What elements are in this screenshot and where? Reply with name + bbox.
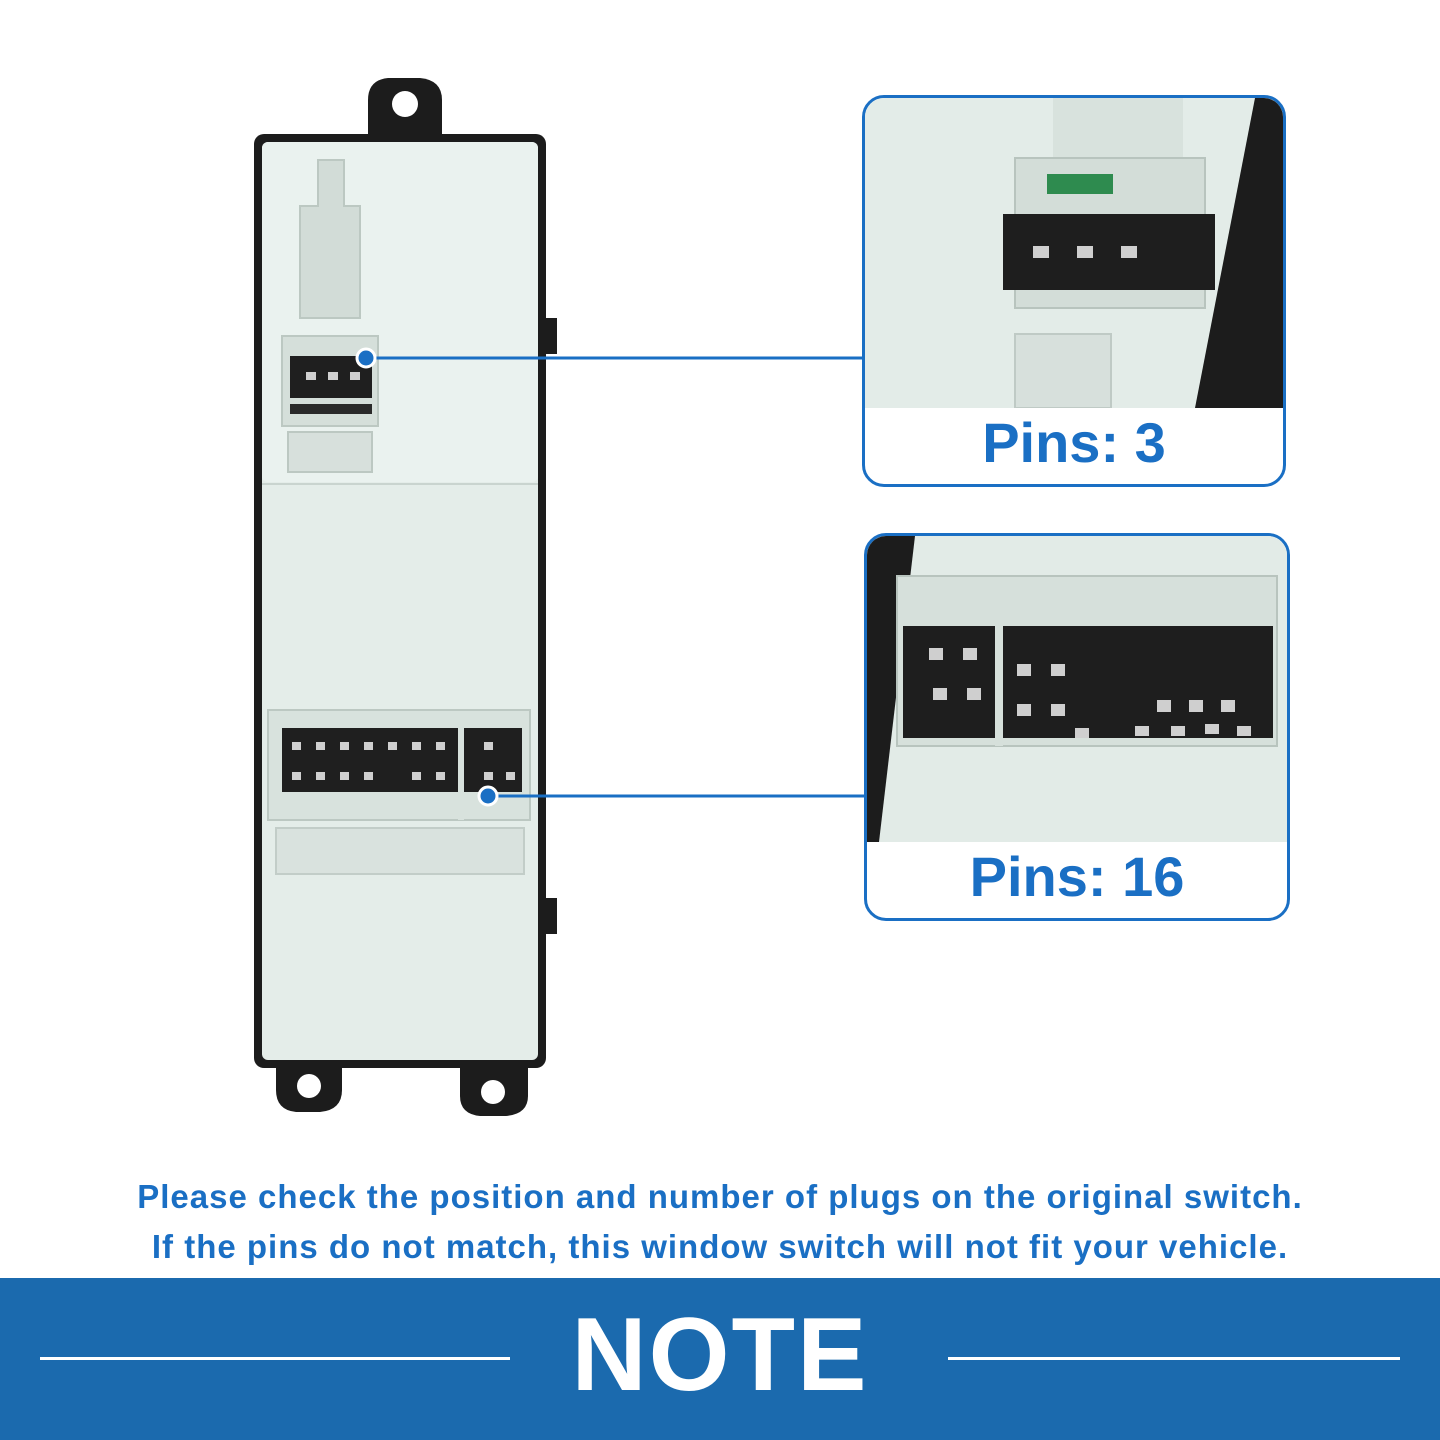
bottom-right-mounting-ear [460,1060,528,1116]
connector-3-pin [281,335,379,427]
callout-3-pin: Pins: 3 [862,95,1286,487]
caption-line-1: Please check the position and number of … [137,1178,1303,1215]
banner-divider-left [40,1357,510,1360]
window-switch-back-view [254,78,864,1116]
caption-line-2: If the pins do not match, this window sw… [151,1228,1289,1265]
banner-divider-right [948,1357,1400,1360]
side-clip-upper [545,318,557,354]
callout-16-pin: Pins: 16 [864,533,1290,921]
callout-label-3-pin: Pins: 3 [982,410,1166,474]
leader-line-3-pin [355,347,862,369]
side-clip-lower [545,898,557,934]
top-mounting-ear [368,78,442,140]
upper-slot [299,159,361,319]
banner-title: NOTE [571,1297,869,1413]
zoom-3-pin-connector [865,98,1283,408]
bottom-left-mounting-ear [276,1060,342,1112]
leader-line-16-pin [477,785,864,807]
zoom-16-pin-connector [867,536,1287,842]
callout-label-16-pin: Pins: 16 [969,844,1185,908]
